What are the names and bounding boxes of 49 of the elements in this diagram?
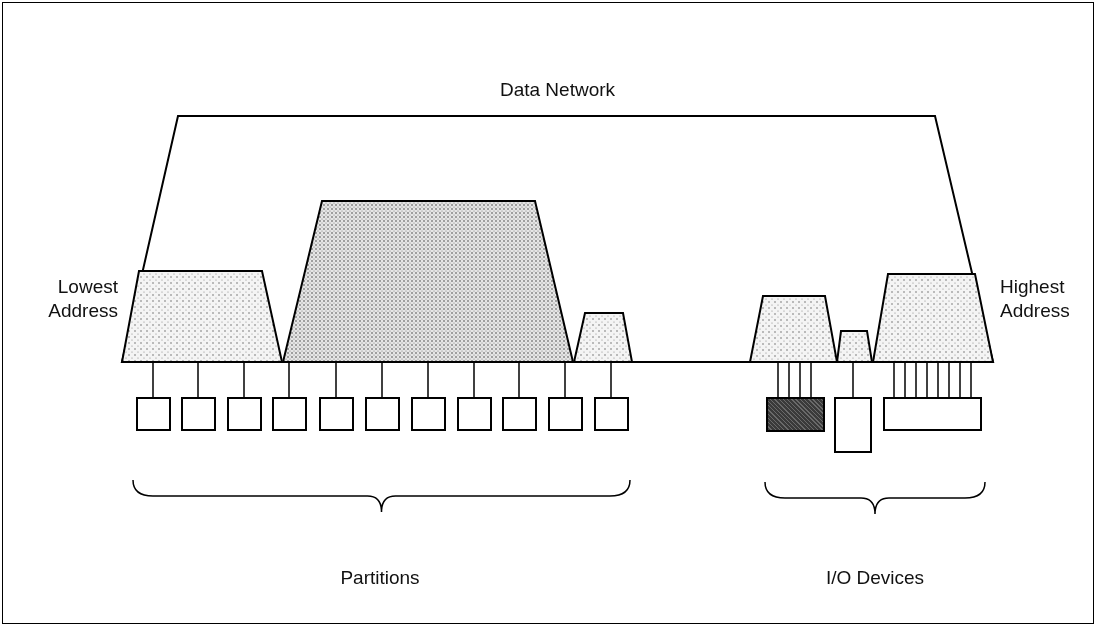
subnetwork-trapezoid [873, 273, 993, 362]
partition-box [272, 397, 307, 431]
connector-line [152, 361, 154, 398]
connector-line [335, 361, 337, 398]
partition-box [365, 397, 400, 431]
connector-line [243, 361, 245, 398]
end-label: Highest Address [1000, 275, 1071, 323]
subnetwork-trapezoid [574, 312, 632, 362]
device-box [834, 397, 872, 453]
partition-box [227, 397, 262, 431]
connector-line [381, 361, 383, 398]
partition-box [457, 397, 492, 431]
partition-box [411, 397, 446, 431]
connector-line [788, 361, 790, 398]
connector-line [518, 361, 520, 398]
partition-box [136, 397, 171, 431]
partition-box [181, 397, 216, 431]
subnetwork-trapezoid [283, 200, 573, 362]
partition-box [594, 397, 629, 431]
connector-line [904, 361, 906, 398]
connector-line [893, 361, 895, 398]
group-label: Partitions [339, 566, 421, 590]
device-box [883, 397, 982, 431]
partition-box [548, 397, 583, 431]
connector-line [288, 361, 290, 398]
connector-line [427, 361, 429, 398]
connector-line [799, 361, 801, 398]
end-label: Lowest Address [48, 275, 118, 323]
connector-line [564, 361, 566, 398]
connector-line [937, 361, 939, 398]
partition-box [502, 397, 537, 431]
subnetwork-trapezoid [122, 270, 282, 362]
network-title: Data Network [498, 78, 617, 102]
partition-box [319, 397, 354, 431]
subnetwork-trapezoid [837, 330, 872, 362]
connector-line [959, 361, 961, 398]
connector-line [970, 361, 972, 398]
device-box [766, 397, 825, 432]
connector-line [915, 361, 917, 398]
connector-line [610, 361, 612, 398]
connector-line [810, 361, 812, 398]
connector-line [197, 361, 199, 398]
connector-line [948, 361, 950, 398]
connector-line [473, 361, 475, 398]
group-label: I/O Devices [824, 566, 926, 590]
connector-line [926, 361, 928, 398]
subnetwork-trapezoid [750, 295, 837, 362]
connector-line [852, 361, 854, 398]
connector-line [777, 361, 779, 398]
